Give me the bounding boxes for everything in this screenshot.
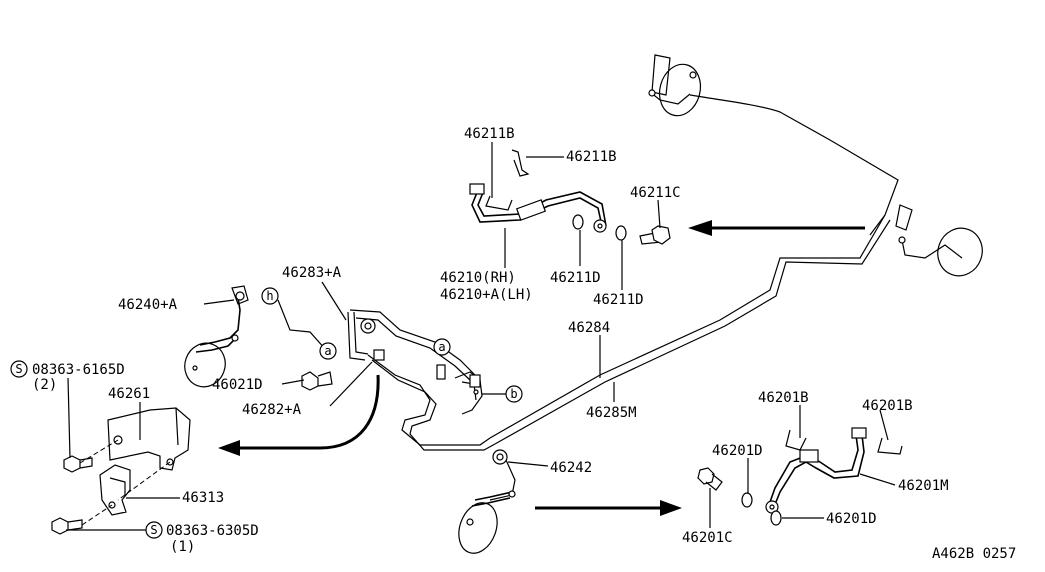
washer-46201D-b — [770, 510, 782, 526]
brake-hose-46210 — [469, 183, 607, 233]
label-46210-rh: 46210(RH) — [440, 270, 516, 286]
label-46284: 46284 — [568, 320, 610, 336]
clip-46211B-right — [511, 149, 530, 177]
direction-arrow-lower — [535, 500, 682, 516]
clip-46211B-upper — [485, 195, 513, 211]
bolt-46211C — [639, 225, 671, 245]
label-46201D-b: 46201D — [826, 511, 877, 527]
label-46201B-a: 46201B — [758, 390, 809, 406]
reference-code: A462B 0257 — [932, 546, 1016, 562]
marker-a-right: a — [433, 338, 451, 356]
label-46211B-right: 46211B — [566, 149, 617, 165]
label-46211C: 46211C — [630, 185, 681, 201]
marker-s-lower: S — [145, 521, 163, 539]
marker-b: b — [505, 385, 523, 403]
direction-arrow-left-curved — [218, 374, 380, 456]
svg-text:h: h — [266, 289, 273, 303]
marker-a-left: a — [319, 342, 337, 360]
brake-pipe-46285M — [494, 219, 891, 445]
brake-hose-46201M — [765, 427, 867, 514]
washer-46211D-b — [615, 225, 627, 241]
bracket-46261 — [107, 407, 191, 471]
front-right-caliper — [458, 490, 516, 554]
clip-46201B-b — [877, 437, 903, 455]
label-46285M: 46285M — [586, 405, 637, 421]
washer-46211D-a — [572, 214, 584, 230]
dash-line-2 — [81, 504, 113, 526]
bolt-46021D — [301, 371, 333, 391]
bolt-08363-6305D — [51, 517, 83, 535]
clip-46201B-a — [785, 429, 807, 451]
front-left-caliper — [184, 285, 249, 388]
bracket-46242 — [489, 449, 516, 501]
label-46313: 46313 — [182, 490, 224, 506]
brake-pipe-46284 — [489, 214, 886, 439]
label-46283A: 46283+A — [282, 265, 342, 281]
label-46211B-top: 46211B — [464, 126, 515, 142]
svg-text:S: S — [150, 523, 157, 537]
bracket-46313 — [99, 464, 131, 516]
bolt-46201C — [697, 467, 723, 491]
washer-46201D-a — [741, 492, 753, 508]
svg-text:S: S — [15, 362, 22, 376]
center-junction-pipes — [347, 309, 496, 451]
label-46211D-a: 46211D — [550, 270, 601, 286]
marker-h: h — [261, 287, 279, 305]
label-46201C: 46201C — [682, 530, 733, 546]
label-46261: 46261 — [108, 386, 150, 402]
label-46021D: 46021D — [212, 377, 263, 393]
label-bolt-qty-1: (1) — [170, 539, 195, 555]
svg-text:a: a — [324, 344, 331, 358]
rear-right-caliper-lower — [895, 204, 983, 277]
brake-pipe-h-route — [277, 299, 327, 351]
label-bolt-qty-2: (2) — [32, 377, 57, 393]
label-46201B-b: 46201B — [862, 398, 913, 414]
label-46201D-a: 46201D — [712, 443, 763, 459]
label-46210-lh: 46210+A(LH) — [440, 287, 533, 303]
marker-s-upper: S — [10, 360, 28, 378]
part-labels: 46211B 46211B 46211C 46210(RH) 46210+A(L… — [32, 126, 1016, 562]
label-46201M: 46201M — [898, 478, 949, 494]
label-46240A: 46240+A — [118, 297, 178, 313]
svg-text:b: b — [510, 387, 517, 401]
dash-line-3 — [117, 461, 171, 501]
label-46211D-b: 46211D — [593, 292, 644, 308]
label-bolt-08363-6165D: 08363-6165D — [32, 362, 125, 378]
leader-lines — [66, 142, 896, 531]
rear-right-caliper-upper — [648, 54, 702, 117]
direction-arrow-upper — [688, 220, 865, 236]
label-bolt-08363-6305D: 08363-6305D — [166, 523, 259, 539]
label-46282A: 46282+A — [242, 402, 302, 418]
brake-pipe-upper-right — [689, 94, 899, 236]
label-46242: 46242 — [550, 460, 592, 476]
bolt-08363-6165D — [63, 455, 93, 473]
svg-text:a: a — [438, 340, 445, 354]
